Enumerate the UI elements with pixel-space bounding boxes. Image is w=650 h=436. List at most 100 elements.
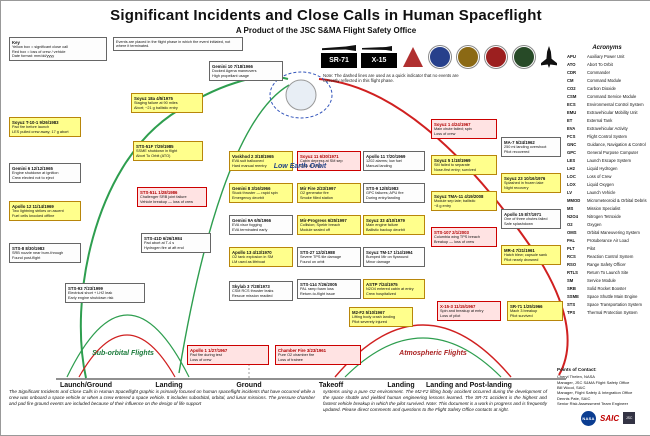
incident-box-line: Two lightning strikes on ascent — [12, 209, 64, 214]
suborbital-label: Sub-orbital Flights — [92, 350, 154, 357]
incident-box-title: STS-51L 1/28/1986 — [140, 189, 178, 195]
apollo-1-patch — [403, 47, 423, 67]
contact-line: Senior Risk Assessment Team Engineer — [557, 401, 629, 407]
acronym-definition: Abort To Orbit — [587, 61, 613, 67]
incident-box-line: Splashed in frozen lake — [504, 181, 544, 186]
incident-box-title: Soyuz TMA-11 4/19/2008 — [434, 193, 484, 199]
acronym-definition: Mission Specialist — [587, 205, 621, 211]
incident-box-title: Gemini 6 12/12/1965 — [12, 165, 53, 171]
incident-box-title: MA-7 5/24/1962 — [504, 139, 535, 145]
acronym-abbr: CM — [567, 77, 574, 83]
incident-box-line: During entry/landing — [366, 195, 400, 200]
acronym-definition: Orbital Maneuvering System — [587, 229, 640, 235]
phase-label: Landing — [387, 382, 415, 389]
incident-box-line: Rescue mission readied — [232, 293, 273, 298]
patch-row — [403, 45, 563, 69]
acronym-definition: Space Transportation System — [587, 301, 642, 307]
incident-box-line: Found post-flight — [12, 255, 41, 260]
acronym-abbr: CSM — [567, 93, 577, 99]
incident-box-line: One of three chutes failed — [504, 217, 548, 222]
incident-box: Events are placed in the flight phase in… — [113, 37, 243, 51]
incident-box-line: Docked Agena maneuvers — [212, 69, 257, 74]
incident-box-line: Engine shutdown at ignition — [12, 171, 59, 176]
incident-box-line: Abort To Orbit (ATO) — [136, 153, 171, 158]
incident-box-title: STS-93 7/23/1999 — [68, 285, 103, 291]
shuttle-icon — [541, 46, 557, 68]
incident-box-line: Lifting body crash landing — [352, 315, 396, 320]
acronym-abbr: MMOD — [567, 197, 581, 203]
incident-box-title: Soyuz 18a 4/5/1975 — [134, 95, 173, 101]
incident-box-line: Crew elected not to eject — [12, 175, 54, 180]
phase-label: Ground — [236, 382, 262, 389]
incident-box-line: Electrical short + LH2 leak — [68, 291, 113, 296]
contact-line: Manager, JSC S&MA Flight Safety Office — [557, 379, 630, 385]
acronym-definition: Range Safety Officer — [587, 261, 626, 267]
incident-box-line: Crew hospitalized — [366, 291, 396, 296]
incident-box-title: Apollo 12 11/14/1969 — [12, 203, 54, 209]
incident-box-line: Staging failure at 90 miles — [134, 101, 178, 106]
incident-box-line: Bumped Mir on flyaround — [366, 255, 409, 260]
incident-box-line: Yellow box = significant close call — [12, 45, 68, 50]
incident-box-line: Challenger SRB joint failure — [140, 195, 187, 200]
incident-box-line: Emergency deorbit — [232, 195, 264, 200]
phase-label: Takeoff — [318, 382, 344, 389]
acronym-definition: Loss of Crew — [587, 173, 612, 179]
acronym-abbr: LV — [567, 189, 573, 195]
incident-box-line: Ballistic backup deorbit — [366, 227, 405, 232]
incident-box-line: Loss of crew — [434, 131, 456, 136]
acronym-definition: Nitrogen Tetroxide — [587, 213, 621, 219]
sr71-icon — [322, 45, 356, 51]
acronym-definition: Space Shuttle Main Engine — [587, 293, 638, 299]
incident-box-line: Nose-first entry; survived — [434, 167, 476, 172]
incident-box-title: Apollo 15 8/7/1971 — [504, 211, 542, 217]
acronym-definition: Solid Rocket Booster — [587, 285, 627, 291]
acronym-abbr: PAL — [567, 237, 576, 243]
incident-box-line: Pilot recovered — [504, 149, 530, 154]
acronyms-title: Acronyms — [592, 45, 622, 51]
incident-box-line: Collision; Spektr breach — [300, 223, 341, 228]
incident-box-line: Main engine failure — [366, 223, 399, 228]
incident-box-line: Stuck thruster — rapid spin — [232, 191, 278, 196]
acronym-definition: Reaction Control System — [587, 253, 634, 259]
incident-box-line: EVA suit ballooned — [232, 159, 264, 164]
incident-box-line: 250 mi landing overshoot — [504, 145, 547, 150]
incident-box-title: Apollo 13 4/13/1970 — [232, 249, 272, 255]
incident-box-title: Apollo 11 7/20/1969 — [366, 153, 406, 159]
incident-box-line: Manual landing — [366, 163, 392, 168]
incident-box-line: PAL ramp foam loss — [300, 287, 334, 292]
footer-paragraph-1: The Significant Incidents and Close Call… — [9, 389, 315, 406]
incident-box-line: Vehicle breakup — loss of crew — [140, 199, 193, 204]
incident-box-line: Hydrogen fire at aft end — [144, 245, 184, 250]
incident-box-line: 1202 alarms; low fuel — [366, 159, 402, 164]
